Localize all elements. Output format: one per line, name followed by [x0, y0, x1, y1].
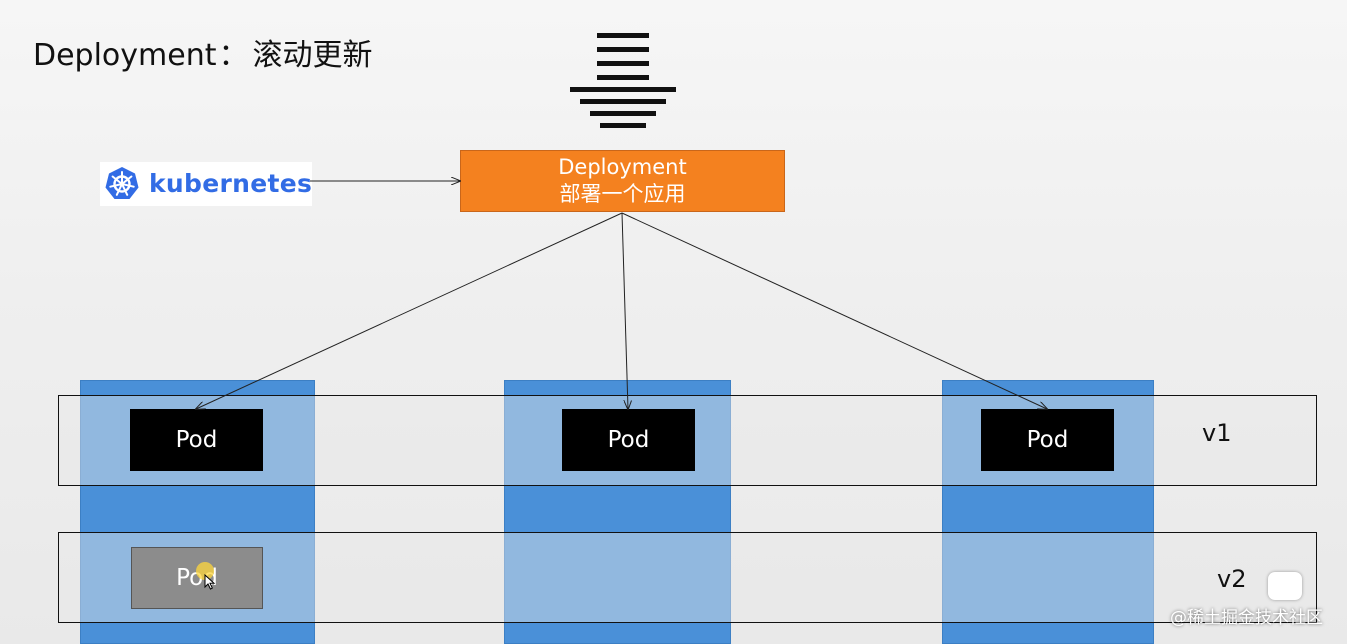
slide-title: Deployment：滚动更新	[33, 30, 373, 74]
pod-v1-node-2: Pod	[562, 409, 695, 471]
pod-v1-node-1: Pod	[130, 409, 263, 471]
arrow-deployment-to-pod-1	[196, 212, 623, 409]
mouse-pointer-icon	[204, 574, 216, 590]
title-separator: ：	[218, 38, 249, 73]
watermark-text: @稀土掘金技术社区	[1170, 608, 1323, 628]
arrow-deployment-to-pod-3	[621, 212, 1047, 409]
kubernetes-logo: kubernetes	[100, 162, 312, 206]
cursor-highlight	[196, 562, 214, 580]
title-suffix: 滚动更新	[252, 38, 373, 73]
kubernetes-wordmark: kubernetes	[149, 169, 313, 198]
version-band-v2	[58, 532, 1317, 623]
deployment-box: Deployment 部署一个应用	[460, 150, 785, 212]
version-label-v1: v1	[1202, 419, 1232, 447]
version-label-v2: v2	[1217, 565, 1247, 593]
watermark-tv-icon	[1268, 572, 1302, 600]
arrow-deployment-to-pod-2	[621, 212, 628, 409]
title-prefix: Deployment	[33, 38, 217, 73]
kubernetes-helm-icon	[105, 167, 139, 199]
deployment-box-subtitle: 部署一个应用	[559, 182, 686, 206]
pod-v1-node-3: Pod	[981, 409, 1114, 471]
deployment-box-title: Deployment	[558, 155, 687, 179]
stacked-lines-icon	[566, 33, 680, 133]
